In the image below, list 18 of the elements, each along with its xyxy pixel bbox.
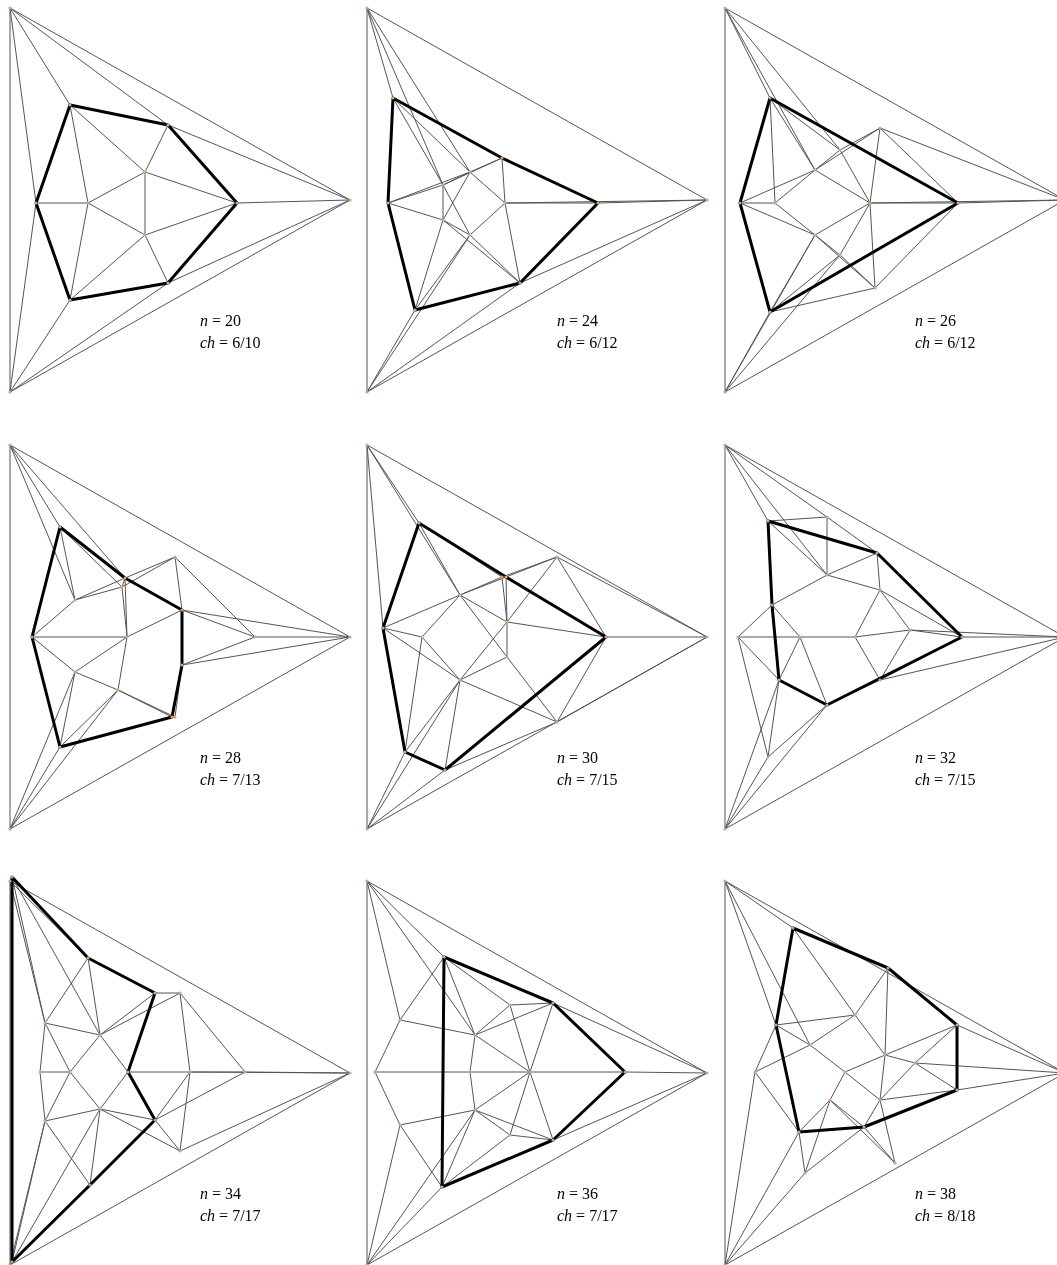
graph-caption: n = 26 — [915, 312, 957, 330]
graph-caption: ch = 8/18 — [915, 1207, 976, 1225]
graph-caption: ch = 7/15 — [915, 771, 976, 789]
graph-caption: ch = 6/10 — [200, 334, 261, 352]
graph-caption: ch = 7/13 — [200, 771, 261, 789]
graph-caption: n = 28 — [200, 749, 242, 767]
graph-caption: n = 20 — [200, 312, 242, 330]
graph-caption: n = 38 — [915, 1185, 957, 1203]
graph-caption: ch = 7/17 — [200, 1207, 261, 1225]
graph-caption: n = 30 — [557, 749, 599, 767]
graph-caption: n = 34 — [200, 1185, 242, 1203]
graph-caption: n = 24 — [557, 312, 599, 330]
graph-caption: ch = 7/17 — [557, 1207, 618, 1225]
graph-caption: ch = 6/12 — [915, 334, 976, 352]
graph-caption: ch = 6/12 — [557, 334, 618, 352]
graph-caption: n = 32 — [915, 749, 957, 767]
graph-caption: ch = 7/15 — [557, 771, 618, 789]
graph-caption: n = 36 — [557, 1185, 599, 1203]
